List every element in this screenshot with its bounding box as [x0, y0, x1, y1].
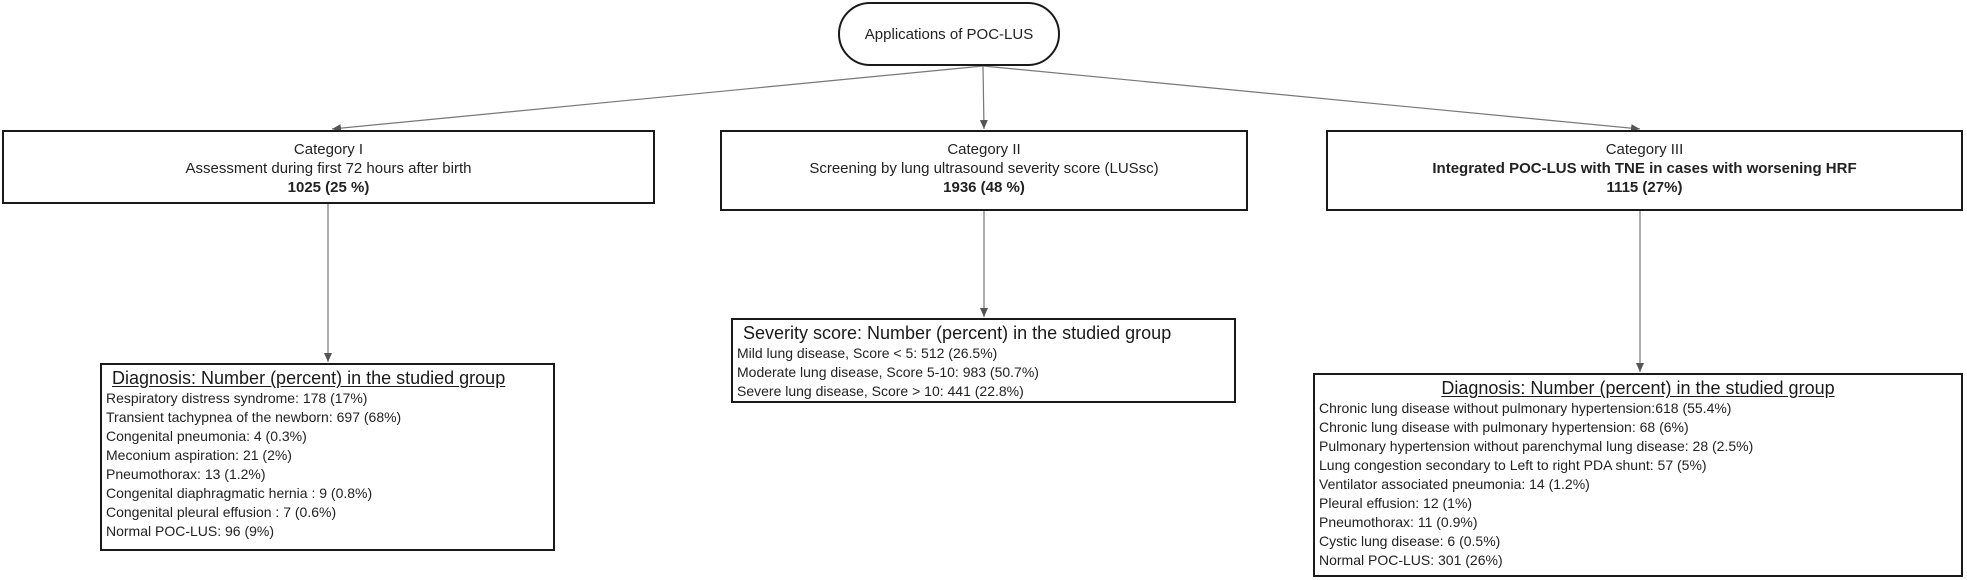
root-node: Applications of POC-LUS — [838, 2, 1060, 66]
list-item: Respiratory distress syndrome: 178 (17%) — [106, 390, 368, 406]
list-item: Moderate lung disease, Score 5-10: 983 (… — [737, 364, 1039, 380]
list-item: Ventilator associated pneumonia: 14 (1.2… — [1319, 476, 1590, 492]
list-item: Congenital pneumonia: 4 (0.3%) — [106, 428, 307, 444]
root-title: Applications of POC-LUS — [864, 25, 1034, 43]
list-item: Normal POC-LUS: 96 (9%) — [106, 523, 275, 539]
list-item: Lung congestion secondary to Left to rig… — [1319, 457, 1707, 473]
list-item: Cystic lung disease: 6 (0.5%) — [1319, 533, 1501, 549]
list-item: Normal POC-LUS: 301 (26%) — [1319, 552, 1503, 568]
category-3-stat: 1115 (27%) — [1606, 179, 1683, 196]
category-1-title: Category I — [293, 141, 364, 158]
list-item: Meconium aspiration: 21 (2%) — [106, 447, 292, 463]
diagnosis-1-box: Diagnosis: Number (percent) in the studi… — [100, 363, 555, 551]
diagnosis-1-heading: Diagnosis: Number (percent) in the studi… — [112, 368, 506, 388]
category-3-subtitle: Integrated POC-LUS with TNE in cases wit… — [1432, 160, 1857, 177]
list-item: Transient tachypnea of the newborn: 697 … — [106, 409, 402, 425]
category-3-title: Category III — [1605, 141, 1684, 158]
list-item: Mild lung disease, Score < 5: 512 (26.5%… — [737, 345, 998, 361]
category-3-node: Category III Integrated POC-LUS with TNE… — [1326, 130, 1963, 211]
severity-heading: Severity score: Number (percent) in the … — [743, 323, 1172, 343]
category-1-node: Category I Assessment during first 72 ho… — [2, 130, 655, 204]
list-item: Congenital diaphragmatic hernia : 9 (0.8… — [106, 485, 373, 501]
severity-box: Severity score: Number (percent) in the … — [731, 318, 1236, 403]
arrow-root-to-cat3 — [982, 65, 1641, 133]
category-2-stat: 1936 (48 %) — [943, 179, 1025, 196]
list-item: Congenital pleural effusion : 7 (0.6%) — [106, 504, 337, 520]
list-item: Chronic lung disease without pulmonary h… — [1319, 400, 1732, 416]
arrow-root-to-cat1 — [331, 65, 984, 133]
list-item: Pulmonary hypertension without parenchym… — [1319, 438, 1754, 454]
list-item: Pneumothorax: 11 (0.9%) — [1319, 514, 1478, 530]
diagnosis-3-box: Diagnosis: Number (percent) in the studi… — [1313, 373, 1963, 577]
category-2-title: Category II — [947, 141, 1021, 158]
category-1-subtitle: Assessment during first 72 hours after b… — [185, 160, 472, 177]
category-1-stat: 1025 (25 %) — [287, 179, 370, 196]
list-item: Pneumothorax: 13 (1.2%) — [106, 466, 266, 482]
list-item: Pleural effusion: 12 (1%) — [1319, 495, 1473, 511]
arrow-root-to-cat2 — [979, 65, 988, 130]
category-2-subtitle: Screening by lung ultrasound severity sc… — [809, 160, 1159, 177]
category-2-node: Category II Screening by lung ultrasound… — [720, 130, 1248, 211]
diagnosis-3-heading: Diagnosis: Number (percent) in the studi… — [1441, 378, 1835, 398]
list-item: Chronic lung disease with pulmonary hype… — [1319, 419, 1689, 435]
list-item: Severe lung disease, Score > 10: 441 (22… — [737, 383, 1024, 399]
